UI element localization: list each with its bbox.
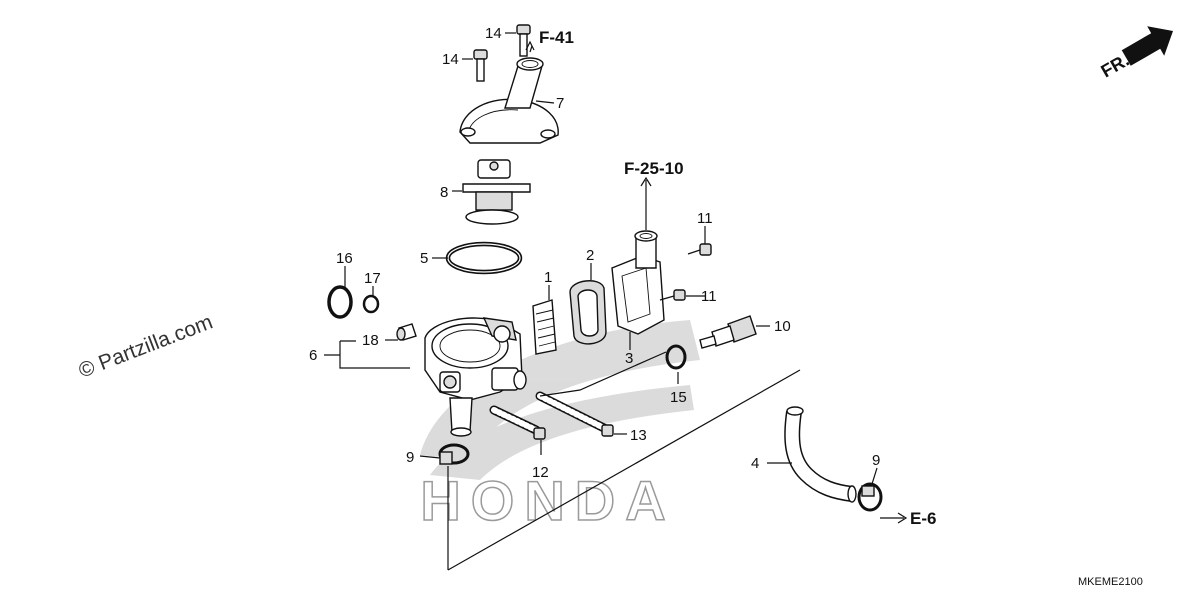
part-11-bolt-b [659,289,686,301]
callout-18: 18 [362,332,379,349]
leader-lines [324,32,908,571]
part-17-washer [362,294,380,314]
honda-wing-watermark [420,320,700,480]
part-7-thermostat-cover [459,57,559,144]
part-8-thermostat [462,159,531,225]
callout-16: 16 [336,250,353,267]
part-6-thermostat-housing [424,317,527,437]
callout-11-b: 11 [701,288,717,305]
copyright-watermark: © Partzilla.com [76,310,216,382]
ref-f41: F-41 [539,28,574,47]
callout-13: 13 [630,427,647,444]
callout-9-a: 9 [406,449,414,466]
part-14-bolt-b [473,49,488,82]
callout-15: 15 [670,389,687,406]
callout-14-a: 14 [485,25,502,42]
callout-3: 3 [625,350,633,367]
part-18-dowel-pin [396,323,417,341]
callout-5: 5 [420,250,428,267]
callout-12: 12 [532,464,549,481]
part-13-long-bolt [535,391,614,437]
callout-1: 1 [544,269,552,286]
callout-7: 7 [556,95,564,112]
callout-8: 8 [440,184,448,201]
callout-4: 4 [751,455,759,472]
callout-17: 17 [364,270,381,287]
part-14-bolt-a [516,24,531,57]
part-16-o-ring [327,285,353,319]
part-1-spring-clip [532,299,557,355]
part-9-hose-clamp-b [857,482,883,512]
part-3-pipe-joint [611,230,665,335]
part-15-washer [665,344,687,370]
honda-logo-watermark: HONDA [420,469,675,532]
front-arrow-icon [1121,26,1174,66]
part-11-bolt-a [687,243,712,256]
part-10-temperature-sensor [699,315,757,349]
part-2-gasket [569,280,607,345]
callout-6: 6 [309,347,317,364]
callout-10: 10 [774,318,791,335]
ref-e6: E-6 [910,509,936,528]
callout-11-a: 11 [697,210,713,227]
callout-14-b: 14 [442,51,459,68]
part-5-o-ring [445,241,523,275]
part-12-bolt [489,405,546,440]
part-4-water-hose [784,406,857,503]
callout-9-b: 9 [872,452,880,469]
callout-2: 2 [586,247,594,264]
diagram-code: MKEME2100 [1078,576,1143,588]
front-direction-badge: FR. [1098,26,1174,82]
ref-f2510: F-25-10 [624,159,684,178]
